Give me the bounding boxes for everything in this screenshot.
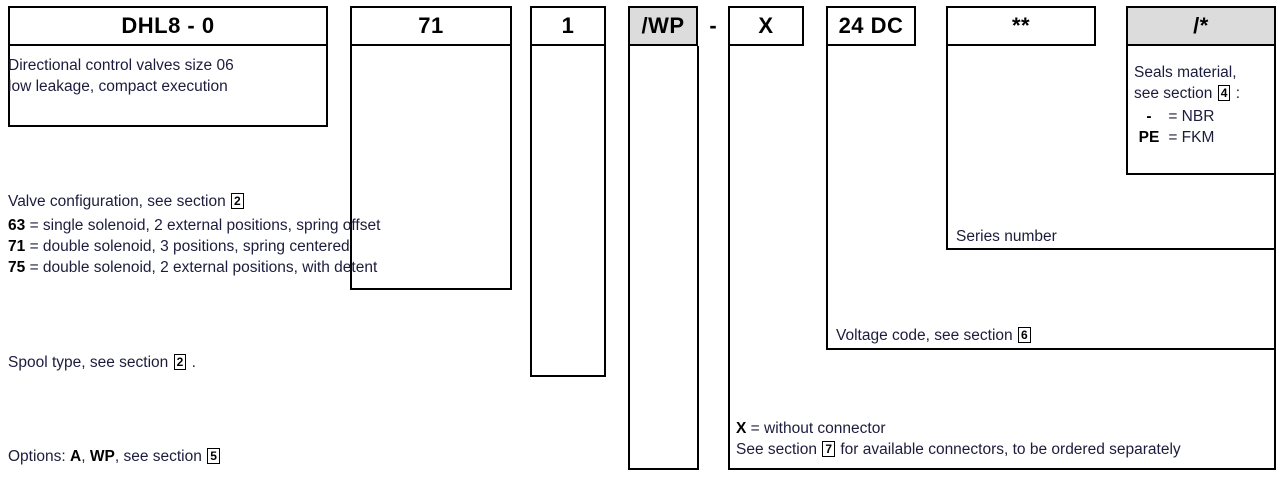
code-box-seals-label: /* — [1193, 13, 1209, 38]
section-ref-icon[interactable]: 4 — [1217, 85, 1231, 101]
caption-connector-line2: See section 7 for available connectors, … — [736, 439, 1181, 460]
caption-seals-line2-pre: see section — [1134, 85, 1213, 102]
leader-frame-spool — [530, 46, 606, 377]
section-ref-icon[interactable]: 2 — [231, 193, 244, 209]
code-box-model-label: DHL8 - 0 — [121, 13, 215, 38]
code-box-series[interactable]: ** — [946, 6, 1096, 46]
code-box-spool[interactable]: 1 — [530, 6, 606, 46]
legend-item-71-text: = double solenoid, 3 positions, spring c… — [29, 238, 350, 255]
caption-seals-line2-post: : — [1235, 85, 1241, 102]
caption-options-key1: A — [70, 448, 82, 465]
code-box-connector-label: X — [758, 13, 774, 38]
caption-model-line2: low leakage, compact execution — [8, 78, 228, 95]
legend-item-63-text: = single solenoid, 2 external positions,… — [29, 217, 381, 234]
code-box-options-label: /WP — [641, 13, 685, 38]
code-box-series-label: ** — [1011, 13, 1031, 38]
code-box-seals[interactable]: /* — [1126, 6, 1276, 46]
caption-options-mid: , see section — [114, 448, 202, 465]
caption-spool: Spool type, see section 2 . — [8, 352, 196, 373]
caption-connector: X = without connector See section 7 for … — [736, 418, 1181, 460]
caption-options-sep: , — [81, 448, 86, 465]
caption-series-text: Series number — [956, 228, 1057, 245]
code-box-voltage-label: 24 DC — [838, 13, 904, 38]
code-box-voltage[interactable]: 24 DC — [826, 6, 916, 46]
caption-seals-line1: Seals material, — [1134, 64, 1237, 81]
caption-model: Directional control valves size 06 low l… — [8, 55, 234, 97]
code-separator-dash: - — [700, 6, 726, 46]
section-ref-icon[interactable]: 5 — [207, 448, 220, 464]
caption-options-pre: Options: — [8, 448, 66, 465]
code-box-connector[interactable]: X — [728, 6, 804, 46]
seal-item-nbr: - = NBR — [1134, 106, 1240, 127]
caption-series: Series number — [956, 226, 1057, 247]
caption-seals: Seals material, see section 4 : - = NBR … — [1134, 62, 1240, 148]
caption-configuration: Valve configuration, see section 2 63 = … — [8, 191, 380, 278]
seal-item-nbr-text: = NBR — [1168, 108, 1215, 125]
code-box-spool-label: 1 — [561, 13, 575, 38]
legend-item-63-key: 63 — [8, 217, 26, 234]
caption-connector-key: X — [736, 420, 747, 437]
caption-seals-line2: see section 4 : — [1134, 83, 1240, 104]
section-ref-icon[interactable]: 7 — [822, 441, 835, 457]
legend-item-71-key: 71 — [8, 238, 26, 255]
caption-voltage: Voltage code, see section 6 — [836, 325, 1032, 346]
caption-voltage-text: Voltage code, see section — [836, 327, 1013, 344]
legend-item-63: 63 = single solenoid, 2 external positio… — [8, 215, 380, 236]
caption-configuration-heading: Valve configuration, see section 2 — [8, 191, 380, 212]
legend-item-71: 71 = double solenoid, 3 positions, sprin… — [8, 236, 380, 257]
caption-spool-post: . — [191, 354, 196, 371]
caption-model-line1: Directional control valves size 06 — [8, 57, 234, 74]
caption-spool-text: Spool type, see section — [8, 354, 169, 371]
section-ref-icon[interactable]: 2 — [173, 354, 187, 370]
code-box-model[interactable]: DHL8 - 0 — [8, 6, 328, 46]
caption-connector-line1: X = without connector — [736, 418, 1181, 439]
legend-item-75: 75 = double solenoid, 2 external positio… — [8, 257, 380, 278]
seal-item-fkm: PE = FKM — [1134, 127, 1240, 148]
caption-connector-line2-post: for available connectors, to be ordered … — [840, 441, 1181, 458]
caption-connector-line2-pre: See section — [736, 441, 817, 458]
caption-configuration-heading-text: Valve configuration, see section — [8, 193, 226, 210]
seal-item-fkm-key: PE — [1138, 129, 1160, 146]
legend-item-75-key: 75 — [8, 259, 26, 276]
code-separator-dash-label: - — [709, 13, 717, 38]
seal-item-fkm-text: = FKM — [1168, 129, 1215, 146]
section-ref-icon[interactable]: 6 — [1017, 327, 1031, 343]
caption-connector-line1-text: = without connector — [750, 420, 886, 437]
caption-options: Options: A, WP, see section 5 — [8, 446, 221, 467]
legend-item-75-text: = double solenoid, 2 external positions,… — [29, 259, 378, 276]
code-box-configuration[interactable]: 71 — [350, 6, 512, 46]
leader-frame-options — [628, 46, 699, 470]
code-box-configuration-label: 71 — [418, 13, 444, 38]
caption-options-key2: WP — [89, 448, 115, 465]
code-box-options[interactable]: /WP — [628, 6, 698, 46]
seal-item-nbr-key: - — [1146, 108, 1152, 125]
